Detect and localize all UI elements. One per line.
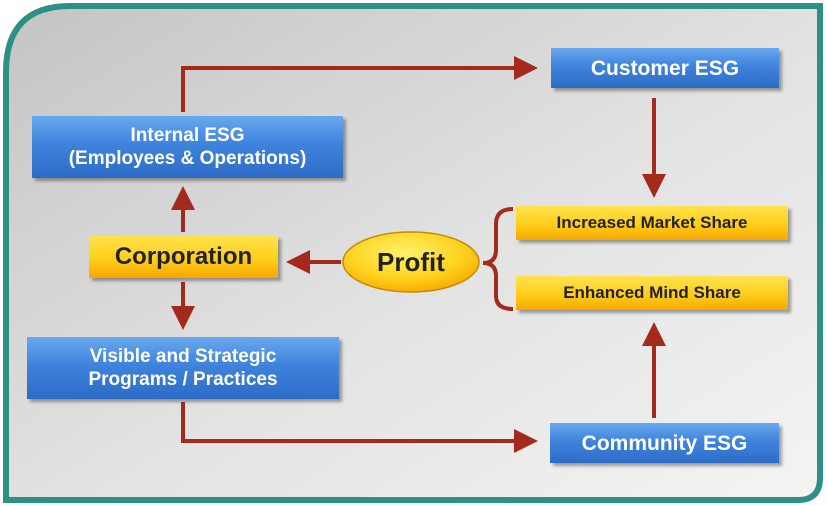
visible-programs-box: Visible and Strategic Programs / Practic… [27,337,339,399]
profit-ellipse [342,231,480,293]
internal-esg-box: Internal ESG (Employees & Operations) [32,116,343,178]
corporation-label: Corporation [114,243,253,270]
enhanced-mind-share-box: Enhanced Mind Share [516,276,788,310]
arrow-internal-to-customer [181,56,538,112]
visible-programs-line-1: Visible and Strategic [89,346,277,367]
internal-esg-line-2: (Employees & Operations) [68,148,307,169]
enhanced-mind-share-label: Enhanced Mind Share [563,283,741,302]
internal-esg-line-1: Internal ESG [130,125,245,146]
corporation-box: Corporation [89,236,278,278]
increased-market-share-label: Increased Market Share [556,213,748,232]
customer-esg-label: Customer ESG [590,56,740,80]
increased-market-share-box: Increased Market Share [516,206,788,240]
arrow-visible-to-community [181,402,538,453]
community-esg-label: Community ESG [581,431,748,455]
profit-node: Profit [343,232,479,292]
community-esg-box: Community ESG [550,423,779,463]
profit-label: Profit [377,246,445,277]
customer-esg-box: Customer ESG [551,48,779,88]
visible-programs-line-2: Programs / Practices [88,369,278,390]
brace [482,207,514,311]
